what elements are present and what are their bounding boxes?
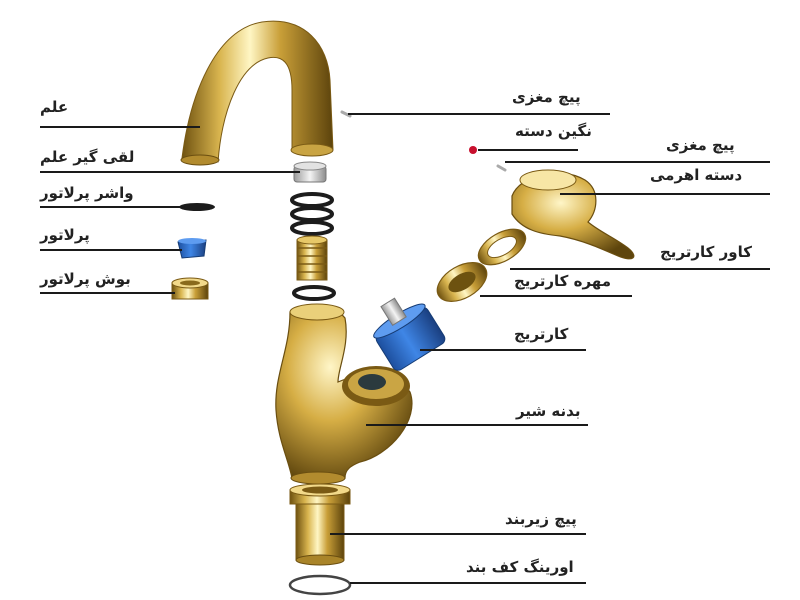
- faucet-body-part: [275, 303, 413, 485]
- cartridge-part: [373, 297, 446, 371]
- spout-part: [180, 20, 334, 166]
- label-aerator-washer: واشر پرلاتور: [40, 184, 134, 202]
- aerator-washer-part: [179, 203, 215, 211]
- body-oring-part: [292, 285, 336, 301]
- label-cartridge: کارتریج: [514, 325, 569, 343]
- set-screw-handle-part: [496, 164, 507, 172]
- label-indicator-gem: نگین دسته: [515, 122, 592, 140]
- label-faucet-body: بدنه شیر: [516, 402, 581, 420]
- label-mounting-screw: پیچ زیربند: [505, 510, 577, 528]
- cartridge-nut-part: [436, 262, 488, 302]
- cartridge-cover-part: [477, 228, 527, 266]
- brass-connector-part: [296, 235, 328, 281]
- leader-lines: [40, 113, 770, 584]
- label-base-oring: اورینگ کف بند: [466, 558, 574, 576]
- lever-handle-part: [511, 169, 635, 260]
- label-aerator: پرلاتور: [40, 226, 90, 244]
- mounting-screw-part: [289, 483, 351, 566]
- set-screw-top-part: [340, 110, 352, 118]
- label-set-screw-handle: پیچ مغزی: [666, 136, 735, 154]
- base-oring-part: [288, 574, 352, 596]
- label-cartridge-nut: مهره کارتریج: [514, 272, 611, 290]
- label-lever-handle: دسته اهرمی: [650, 166, 743, 184]
- label-spout: علم: [40, 98, 69, 116]
- aerator-part: [177, 238, 207, 259]
- indicator-gem-part: [469, 146, 477, 154]
- aerator-housing-part: [171, 277, 209, 300]
- label-aerator-adapter: لقی گیر علم: [40, 148, 135, 166]
- aerator-adapter-part: [293, 161, 327, 183]
- label-aerator-housing: بوش پرلاتور: [40, 270, 131, 288]
- aerator-washers-part: [290, 192, 334, 236]
- label-set-screw-top: پیچ مغزی: [512, 88, 581, 106]
- label-cartridge-cover: کاور کارتریج: [660, 243, 752, 261]
